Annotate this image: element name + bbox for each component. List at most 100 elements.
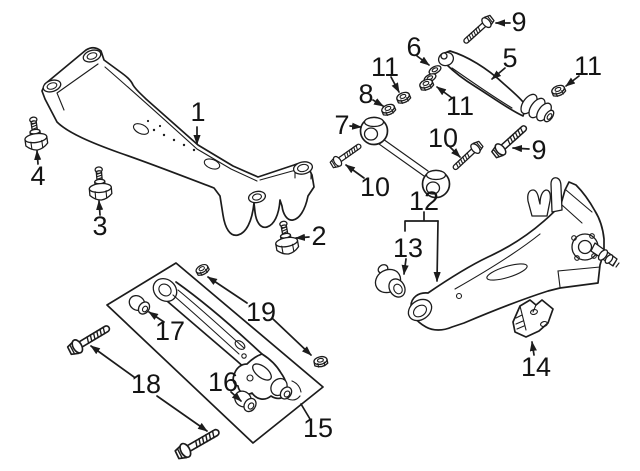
nut-part-11-right [549,83,568,99]
callout-label: 1 [190,97,205,127]
callout-label: 2 [311,221,326,251]
nut-part-8 [379,102,398,118]
leader-arrow [436,86,453,99]
leader-arrow [433,220,441,282]
callout-label: 10 [428,123,458,153]
bolt-part-9-right [489,121,531,161]
callout-label: 9 [511,7,526,37]
callout-label: 18 [131,369,161,399]
callout-15: 15 [303,413,333,443]
callout-label: 6 [406,32,421,62]
leader-arrow [148,311,165,323]
callout-label: 9 [531,135,546,165]
arm-eye [152,277,178,303]
callout-2: 2 [295,221,327,251]
leader-arrow [449,146,461,158]
leader-arrow [272,318,312,356]
callout-16: 16 [208,367,242,402]
callouts: 1 2 3 4 5 6 7 8 [30,7,602,443]
callout-label: 5 [502,43,517,73]
leader-arrow [390,76,400,93]
nut-part-11-left [394,90,413,106]
bolt-part-18-bottom [172,423,224,463]
callout-13: 13 [393,233,423,275]
callout-label: 15 [303,413,333,443]
crossmember-outline [41,46,315,237]
callout-14: 14 [521,341,551,382]
callout-label: 4 [30,161,45,191]
callout-5: 5 [491,43,518,80]
callout-9-top: 9 [495,7,527,37]
leader-arrow [90,345,135,378]
trailing-arm-details [407,189,620,322]
bushing-part-13 [374,264,406,298]
assembly-box-outline [106,262,324,444]
nut-part-19-top [194,262,211,278]
arm-bushing-stack [520,93,555,123]
callout-6: 6 [406,32,430,66]
callout-label: 13 [393,233,423,263]
callout-label: 11 [574,51,602,81]
crossmember-details [42,49,314,204]
callout-11-left: 11 [371,52,400,93]
mount-bushing-hole [247,190,267,204]
lower-arm-top-edge [175,281,263,355]
callout-label: 17 [155,316,185,346]
callout-17: 17 [148,311,185,346]
leader-arrow [512,144,530,153]
callout-label: 8 [358,79,373,109]
stopper-part-3 [86,165,113,202]
callout-12-bracket: 12 [404,186,441,282]
callout-label: 7 [334,110,349,140]
leader-arrow [372,98,384,107]
callout-10-left: 10 [345,164,390,202]
leader-arrow [156,395,208,432]
callout-3: 3 [92,200,108,241]
spindle-shaft [590,242,620,268]
callout-1: 1 [190,97,206,145]
lateral-rod-part-drawing [359,116,451,199]
callout-label: 11 [446,91,474,121]
callout-18: 18 [90,345,208,432]
callout-label: 11 [371,52,399,82]
leader-arrow [345,164,365,179]
lower-arm-part-drawing [152,277,302,401]
bracket-outline [512,299,554,338]
callout-label: 16 [208,367,238,397]
leader-arrow [230,391,242,402]
callout-11-right: 11 [565,51,602,87]
trailing-arm-part-drawing [407,177,620,331]
callout-8: 8 [358,79,384,109]
bracket-lines [404,211,439,232]
leader-arrow [565,75,580,87]
callout-11-mid: 11 [436,86,474,121]
callout-9-right: 9 [512,135,547,165]
callout-10-right: 10 [428,123,461,158]
leader-arrow [295,233,310,241]
callout-19: 19 [207,276,312,356]
leader-arrow [416,55,430,66]
bolt-part-18-left [64,320,114,359]
bushing-part-17 [128,295,151,315]
stopper-part-4 [21,115,50,153]
callout-4: 4 [30,150,46,191]
knuckle-fork [527,189,552,217]
leader-arrow [207,276,248,304]
callout-label: 12 [409,186,439,216]
nut-part-19-right [312,354,329,369]
leader-arrow [34,150,42,165]
bracket-part-14 [512,299,554,338]
lower-arm-assembly-box [106,262,324,444]
leader-arrow [349,122,362,130]
leader-arrow [529,341,537,356]
lower-arm-bottom-edge [166,300,248,371]
leader-arrow [401,258,409,275]
lower-arm-details [172,289,302,401]
callout-label: 19 [246,297,276,327]
crossmember-part-drawing [41,46,315,237]
bolt-part-9-top [460,12,497,48]
knuckle-post [550,177,563,213]
callout-label: 14 [521,352,551,382]
